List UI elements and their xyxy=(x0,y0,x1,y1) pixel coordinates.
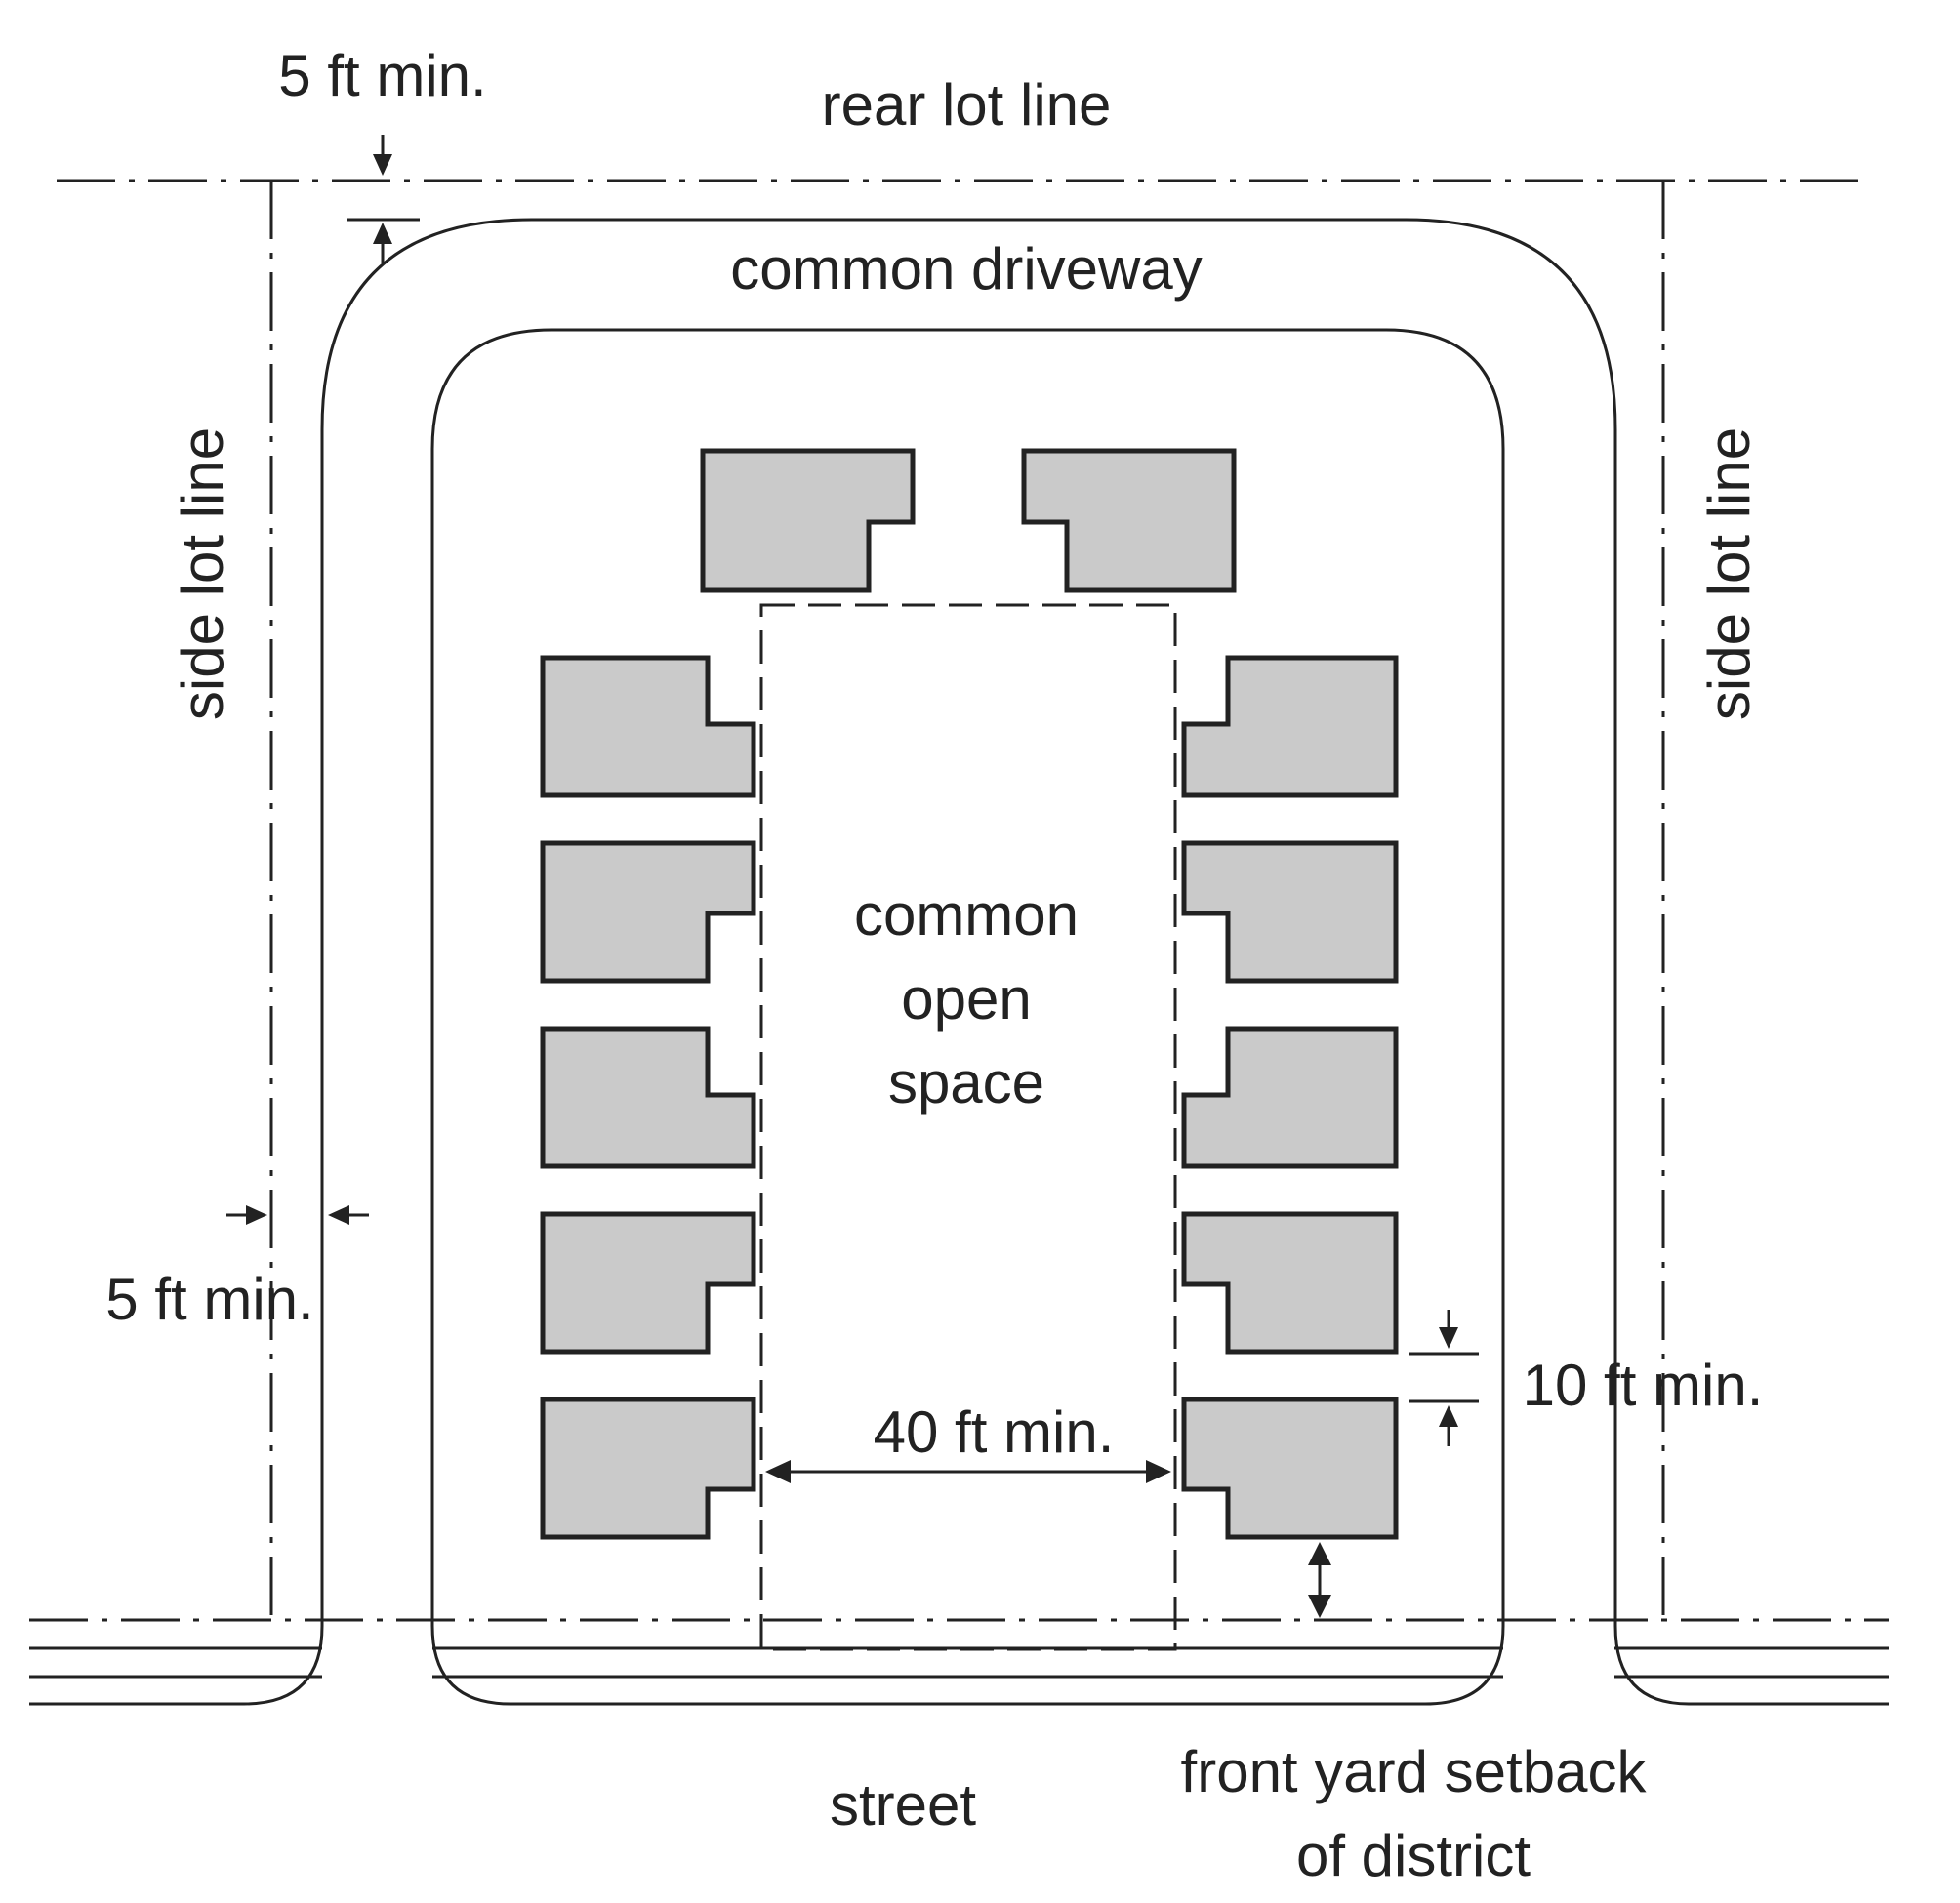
driveway-outer-edge xyxy=(243,218,1690,1706)
building xyxy=(540,1026,756,1169)
building xyxy=(700,448,916,593)
dimension-front-setback xyxy=(1308,1542,1331,1618)
common-open-space-label-line3: space xyxy=(888,1050,1044,1115)
front-setback-label-line1: front yard setback xyxy=(1181,1739,1648,1804)
dimension-side-setback xyxy=(226,1205,369,1225)
building xyxy=(1181,1397,1399,1540)
driveway-inner-edge xyxy=(430,328,1505,1706)
buildings xyxy=(540,448,1399,1540)
rear-setback-dimension-label: 5 ft min. xyxy=(278,43,486,108)
building xyxy=(540,1397,756,1540)
common-open-space-label-line1: common xyxy=(854,882,1079,948)
right-side-lot-line-label: side lot line xyxy=(1696,427,1762,720)
front-setback-label-line2: of district xyxy=(1296,1823,1531,1888)
dimension-rear-setback xyxy=(347,135,420,263)
open-space-width-dimension-label: 40 ft min. xyxy=(874,1399,1115,1465)
street-label: street xyxy=(830,1772,976,1838)
building xyxy=(1021,448,1237,593)
common-open-space-label-line2: open xyxy=(901,966,1031,1032)
building xyxy=(1181,655,1399,798)
building xyxy=(540,655,756,798)
rear-lot-line-label: rear lot line xyxy=(822,72,1112,138)
building xyxy=(1181,1211,1399,1355)
side-setback-dimension-label: 5 ft min. xyxy=(105,1267,313,1332)
building xyxy=(1181,840,1399,984)
common-driveway xyxy=(243,218,1690,1706)
building xyxy=(1181,1026,1399,1169)
building xyxy=(540,1211,756,1355)
dimension-open-space-width xyxy=(765,1460,1171,1483)
common-driveway-label: common driveway xyxy=(730,236,1203,302)
building-spacing-dimension-label: 10 ft min. xyxy=(1523,1353,1764,1418)
building xyxy=(540,840,756,984)
dimension-building-spacing xyxy=(1409,1310,1479,1446)
common-open-space xyxy=(759,603,1177,1651)
lot-lines xyxy=(29,179,1889,1622)
left-side-lot-line-label: side lot line xyxy=(170,427,235,720)
